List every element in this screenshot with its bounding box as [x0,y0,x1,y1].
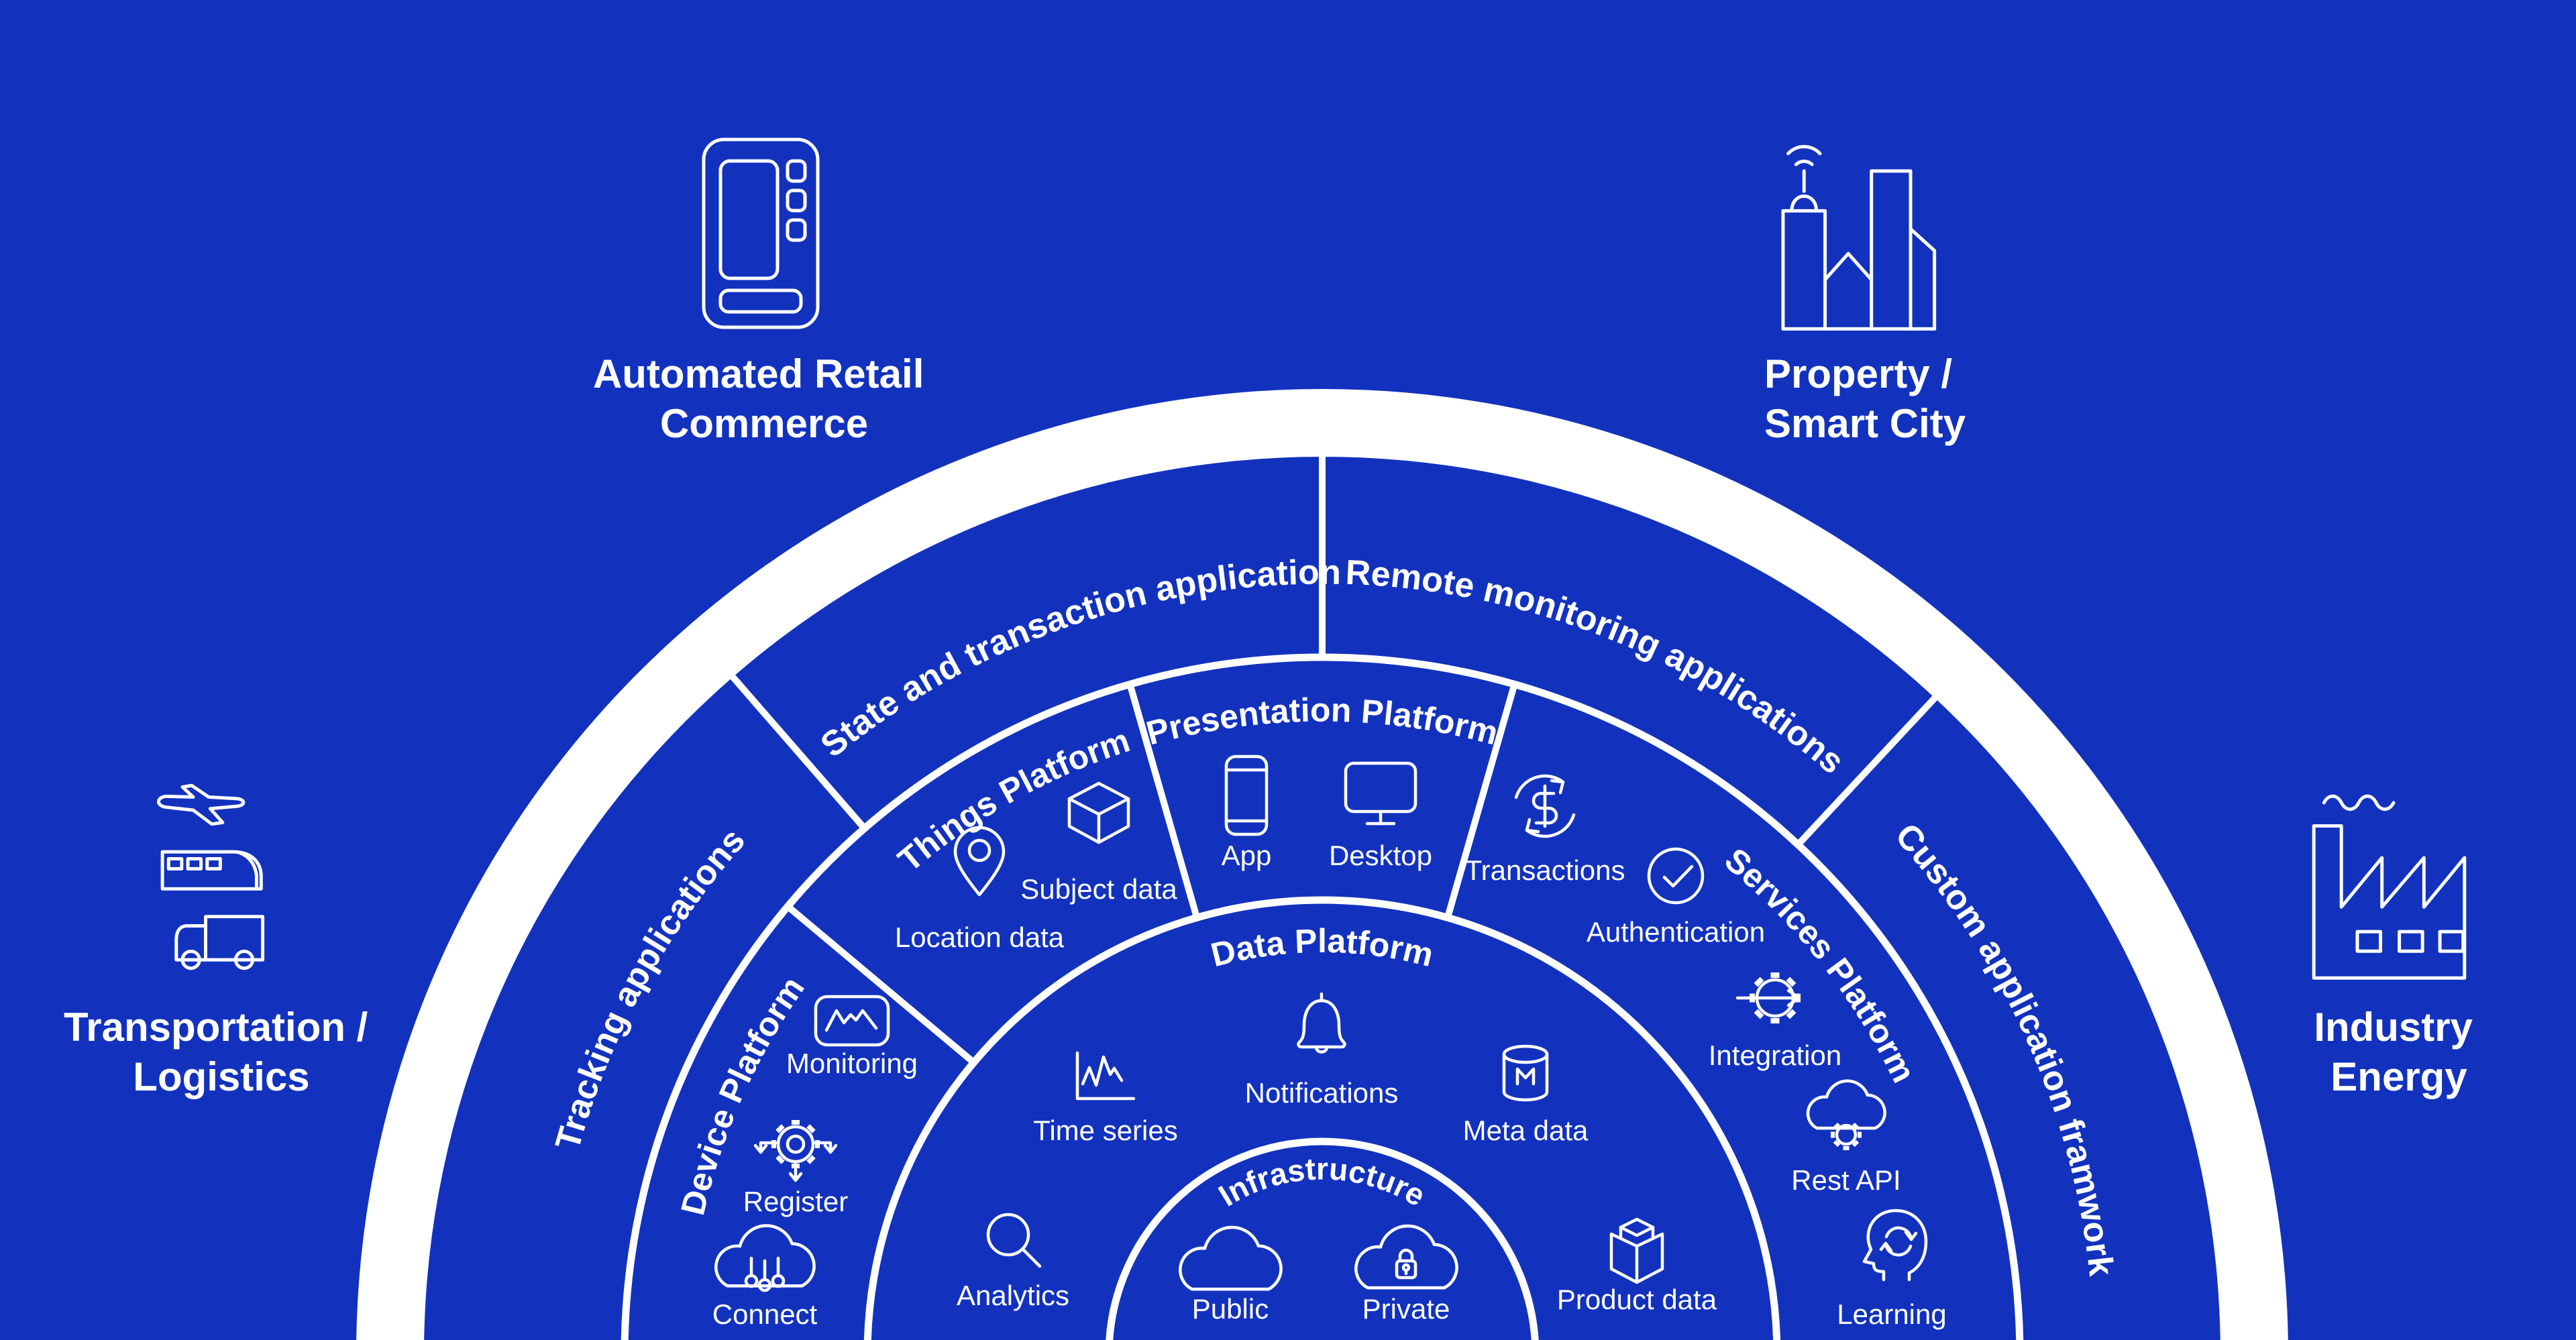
corner-label-property-smart-city: Property / Smart City [1764,351,1966,446]
platforms-data-separator-arc [863,896,1781,1340]
vending-machine-icon [704,139,818,327]
sector-label-presentation-platform: Presentation Platform [1142,691,1502,752]
label-app: App [1222,840,1272,871]
gear-arrows-icon [755,1120,836,1180]
label-authentication: Authentication [1587,916,1765,948]
label-location-data: Location data [895,922,1065,953]
divider-remote-custom [1794,694,1939,848]
ring-structure [356,389,2288,1340]
item-labels: Location data Subject data App Desktop T… [712,840,1947,1330]
sector-dividers [729,453,1939,1066]
data-infrastructure-separator-arc [1106,1137,1539,1340]
bell-icon [1299,994,1345,1052]
plane-train-truck-icon [158,785,262,968]
label-public: Public [1192,1293,1269,1325]
factory-icon [2314,796,2465,978]
label-register: Register [743,1186,848,1217]
cloud-icon [1180,1227,1281,1289]
infrastructure-title: Infrastructure [1212,1151,1431,1213]
divider-things-presentation [1126,681,1201,922]
label-analytics: Analytics [957,1280,1069,1311]
divider-presentation-services [1444,681,1518,922]
label-meta-data: Meta data [1463,1115,1589,1146]
label-connect: Connect [712,1298,818,1330]
label-time-series: Time series [1033,1115,1177,1146]
gear-arrow-icon [1737,972,1801,1023]
database-icon [1504,1046,1547,1100]
smart-city-icon [1783,147,1935,329]
label-subject-data: Subject data [1020,873,1177,905]
sector-label-things-platform: Things Platform [891,721,1134,879]
label-private: Private [1362,1293,1450,1325]
open-box-icon [1611,1219,1662,1282]
chart-panel-icon [816,997,888,1045]
corner-label-transportation-logistics: Transportation / Logistics [64,1005,379,1099]
corner-groups: Automated Retail Commerce Property / Sma… [64,139,2483,1099]
label-monitoring: Monitoring [786,1048,918,1079]
cloud-gear-icon [1808,1081,1885,1150]
label-product-data: Product data [1557,1284,1717,1315]
corner-label-automated-retail: Automated Retail Commerce [593,351,935,446]
label-transactions: Transactions [1465,854,1625,886]
cloud-nodes-icon [716,1226,814,1290]
line-chart-icon [1077,1053,1134,1099]
cube-icon [1069,783,1128,842]
magnifier-icon [988,1215,1040,1266]
label-integration: Integration [1709,1040,1841,1071]
label-rest-api: Rest API [1791,1164,1900,1196]
divider-tracking-state [729,673,868,832]
label-desktop: Desktop [1329,840,1432,871]
data-platform-title: Data Platform [1208,922,1438,974]
item-icons [716,757,1926,1290]
label-notifications: Notifications [1245,1077,1399,1109]
outer-band-arc [356,389,2288,1340]
sector-label-device-platform: Device Platform [674,970,811,1219]
cloud-lock-icon [1356,1226,1456,1288]
corner-label-industry-energy: Industry Energy [2314,1005,2483,1099]
label-learning: Learning [1837,1298,1946,1330]
head-refresh-icon [1864,1211,1926,1280]
check-circle-icon [1649,849,1703,903]
divider-device-things [784,903,977,1066]
monitor-icon [1346,763,1415,824]
dollar-cycle-icon [1516,776,1574,836]
smartphone-icon [1226,757,1267,834]
